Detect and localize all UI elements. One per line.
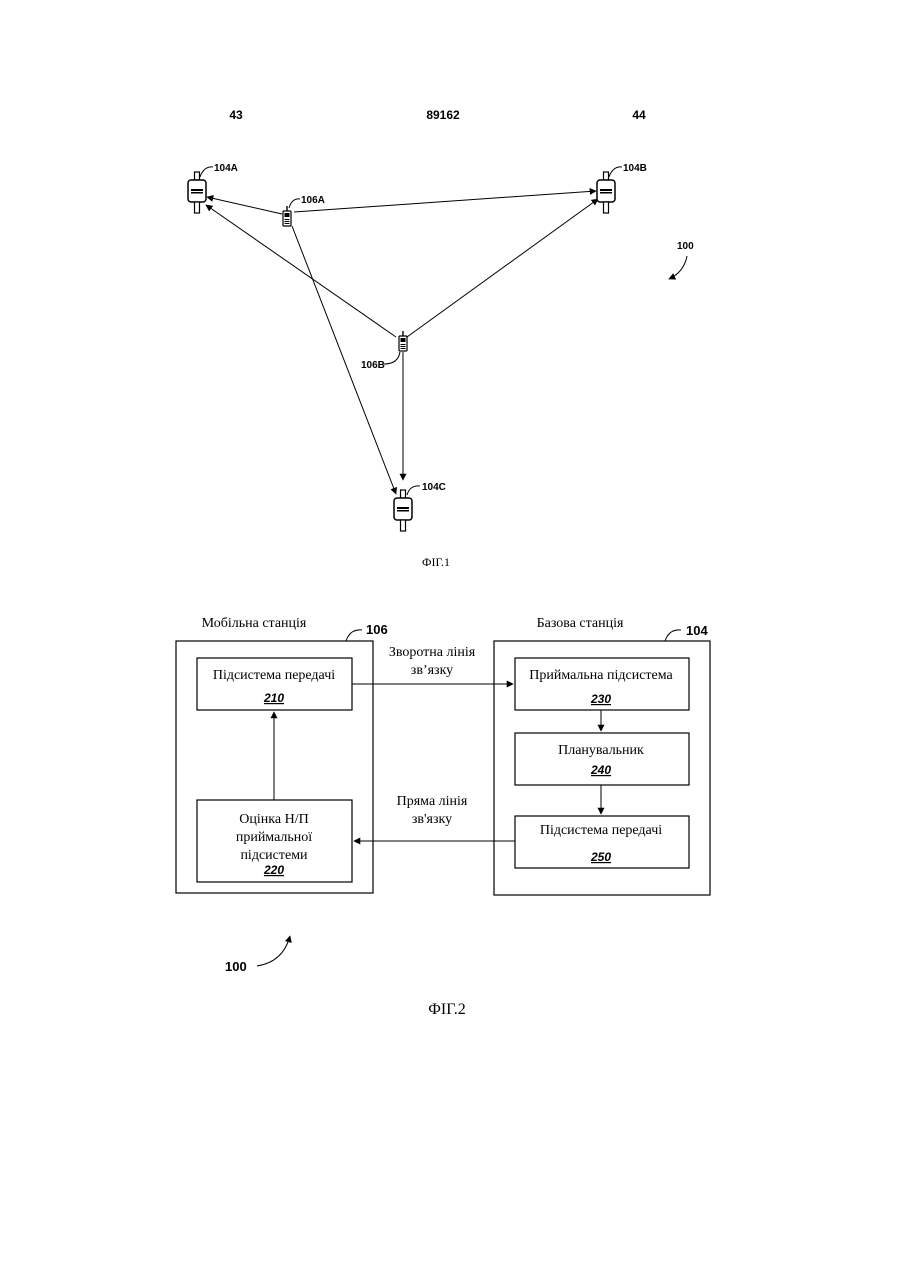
leader-104a: [200, 167, 213, 177]
patent-number: 89162: [426, 108, 460, 122]
estimator-label-line1: Оцінка Н/П: [239, 812, 308, 827]
label-104a: 104A: [214, 163, 238, 174]
fig1-network-diagram: 104A 104B 104C 106A 106B 100: [188, 163, 694, 531]
label-104c: 104C: [422, 482, 446, 493]
system-ref-100: 100: [677, 241, 694, 252]
fig1-caption: ФІГ.1: [422, 555, 450, 569]
link-106b-104a: [206, 205, 396, 337]
scheduler-label: Планувальник: [558, 743, 644, 758]
estimator-label-line2: приймальної: [236, 830, 312, 845]
page-number-right: 44: [632, 108, 646, 122]
estimator-num: 220: [263, 863, 284, 877]
bs-tx-subsystem-label: Підсистема передачі: [540, 823, 662, 838]
label-106a: 106A: [301, 195, 325, 206]
scheduler-box: [515, 733, 689, 785]
leader-104b: [609, 167, 622, 177]
leader-106b: [384, 352, 400, 364]
leader-104: [665, 630, 681, 641]
fig2-block-diagram: Мобільна станція 106 Підсистема передачі…: [176, 616, 710, 974]
mobile-106a-icon: [283, 206, 291, 226]
reverse-link-label-line1: Зворотна лінія: [389, 645, 476, 660]
link-106a-104a: [207, 197, 282, 214]
base-station-title: Базова станція: [537, 616, 624, 631]
page-number-left: 43: [229, 108, 243, 122]
mobile-station-title: Мобільна станція: [202, 616, 307, 631]
link-106b-104b: [407, 199, 598, 337]
bs-rx-subsystem-label: Приймальна підсистема: [529, 668, 673, 683]
fig2-system-ref-100: 100: [225, 959, 247, 974]
forward-link-label-line1: Пряма лінія: [397, 794, 468, 809]
link-106a-104b: [294, 191, 596, 212]
scheduler-num: 240: [590, 763, 611, 777]
base-station-104c-icon: [394, 490, 412, 531]
mobile-station-ref: 106: [366, 622, 388, 637]
leader-106: [346, 630, 362, 641]
bs-rx-subsystem-num: 230: [590, 692, 611, 706]
fig2-caption: ФІГ.2: [428, 1001, 465, 1018]
base-station-ref: 104: [686, 623, 708, 638]
bs-tx-subsystem-num: 250: [590, 850, 611, 864]
label-106b: 106B: [361, 360, 385, 371]
label-104b: 104B: [623, 163, 647, 174]
forward-link-label-line2: зв'язку: [412, 812, 452, 827]
leader-106a: [289, 199, 300, 208]
mobile-106b-icon: [399, 331, 407, 351]
base-station-104a-icon: [188, 172, 206, 213]
estimator-label-line3: підсистеми: [240, 848, 308, 863]
ms-tx-subsystem-label: Підсистема передачі: [213, 668, 335, 683]
system-ref-arrow: [669, 256, 687, 279]
leader-104c: [407, 486, 420, 495]
fig2-system-ref-arrow: [257, 936, 290, 966]
ms-tx-subsystem-num: 210: [263, 691, 284, 705]
base-station-104b-icon: [597, 172, 615, 213]
reverse-link-label-line2: зв’язку: [411, 663, 453, 678]
